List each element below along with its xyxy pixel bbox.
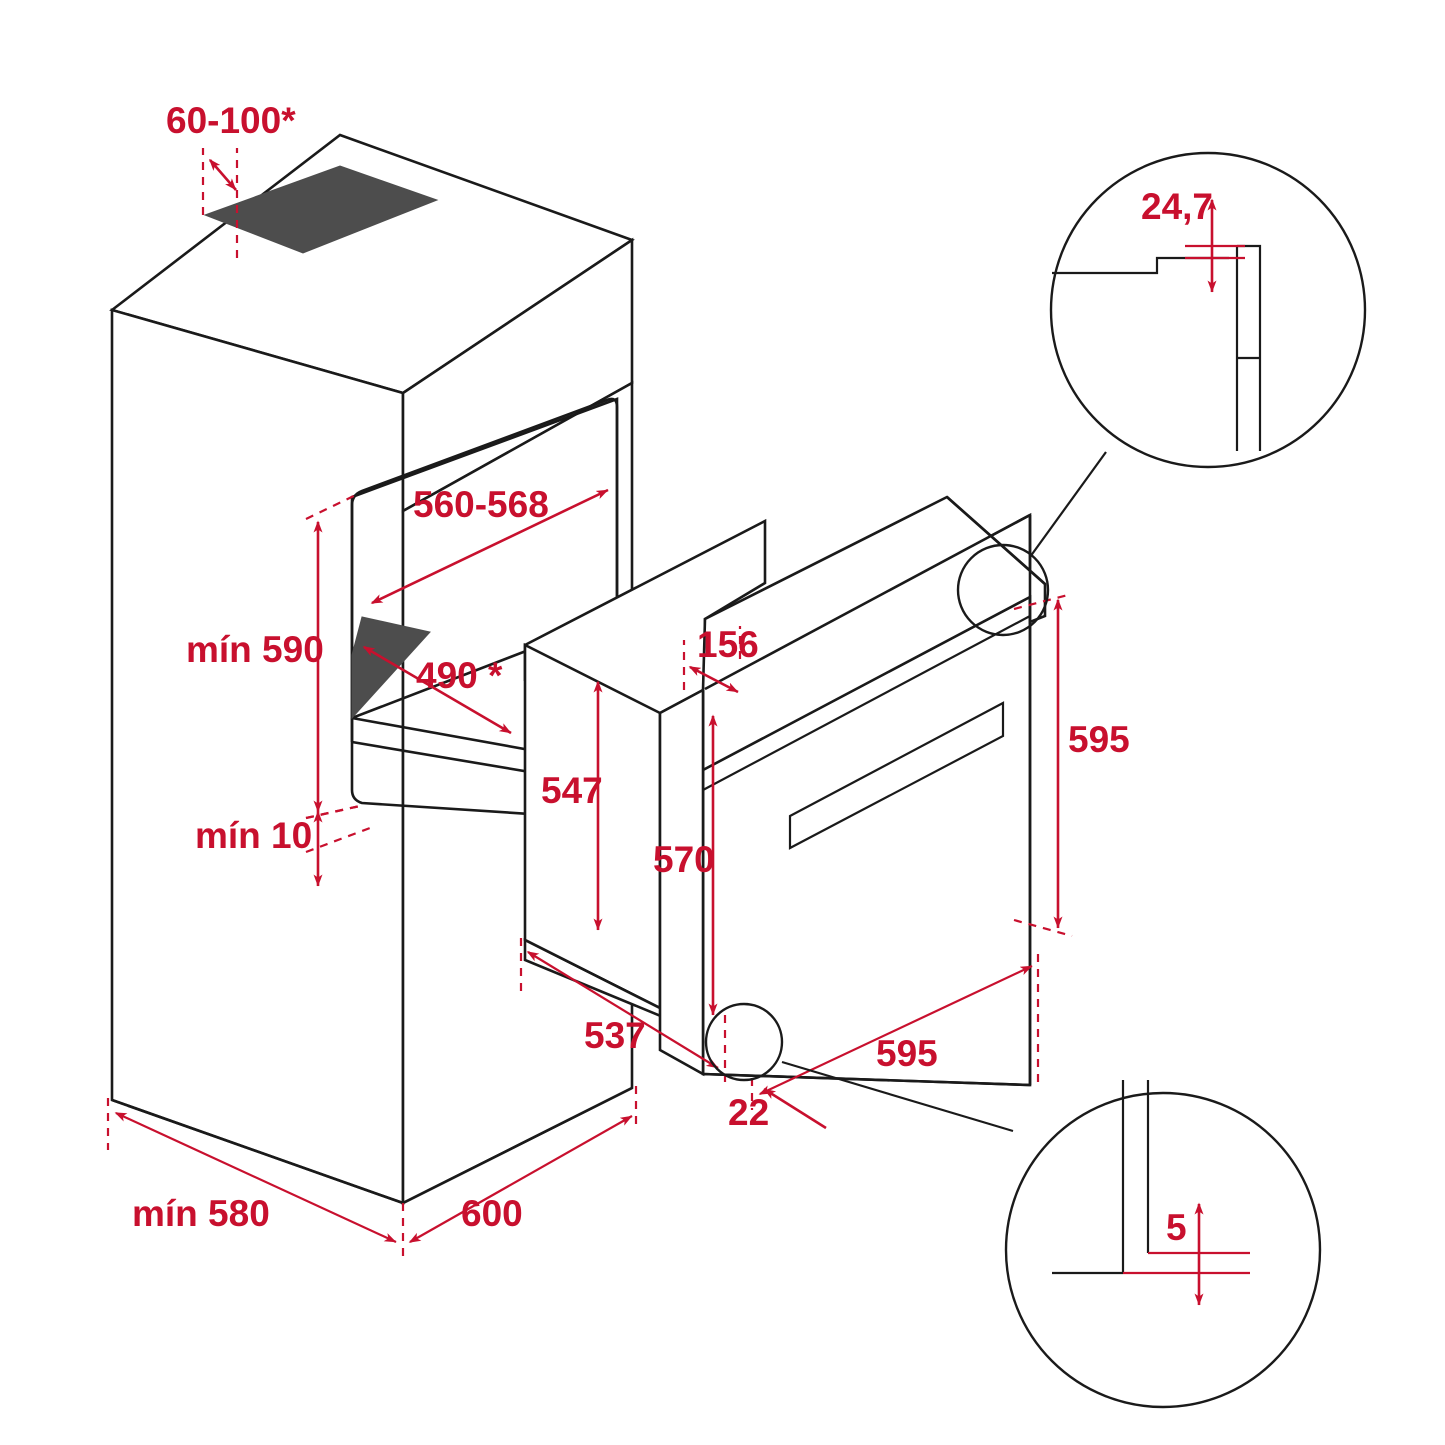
oven-dimensions: 156 547 570 595 537 595 22: [519, 592, 1130, 1133]
ext-595h-top: [1013, 592, 1073, 611]
dim-156-line: [688, 665, 739, 694]
bottom-detail-circle: [1004, 1091, 1322, 1409]
dim-min10-label: mín 10: [195, 815, 312, 856]
dim-547-label: 547: [541, 770, 603, 811]
top-detail-callout: 24,7: [956, 151, 1367, 637]
cabinet-dimensions: 60-100* 560-568 mín 590 490 * mín 10 mín…: [106, 100, 638, 1256]
dim-537-line: [526, 951, 719, 1069]
bottom-detail-leader: [781, 1060, 1014, 1133]
dim-490-line: [362, 645, 512, 735]
dim-537-label: 537: [584, 1015, 646, 1056]
cabinet-vent-slot: [203, 165, 439, 254]
dim-570-label: 570: [653, 839, 715, 880]
top-detail-dim-label: 24,7: [1141, 186, 1213, 227]
ext-min10-bottom: [305, 826, 371, 854]
dim-595h-label: 595: [1068, 719, 1130, 760]
oven-door-thickness-sliver: [658, 687, 705, 1077]
dim-590-label: mín 590: [186, 629, 324, 670]
bottom-detail-callout: 5: [704, 1002, 1322, 1409]
oven-control-strip-lower: [702, 615, 1031, 791]
dim-22-label: 22: [728, 1092, 769, 1133]
oven-top-trim-edge: [946, 496, 1046, 585]
top-detail-leader: [1029, 451, 1107, 558]
oven-door-handle: [788, 701, 1005, 850]
dim-600-label: 600: [461, 1193, 523, 1234]
ext-595h-bottom: [1013, 918, 1073, 938]
dim-595w-label: 595: [876, 1033, 938, 1074]
top-detail-marker-circle: [956, 543, 1050, 637]
oven-top-trim-front: [704, 513, 1031, 691]
dim-580-label: mín 580: [132, 1193, 270, 1234]
ext-min10-top: [305, 804, 361, 820]
dim-490-label: 490 *: [416, 655, 503, 696]
bottom-detail-marker-circle: [704, 1002, 784, 1082]
dim-595w-line: [758, 965, 1033, 1095]
dim-22-line: [763, 1087, 827, 1130]
dim-niche-width-label: 560-568: [413, 484, 549, 525]
bottom-detail-dim-label: 5: [1166, 1207, 1187, 1248]
dim-600-line: [408, 1115, 633, 1243]
dim-vent-gap-label: 60-100*: [166, 100, 296, 141]
dim-156-label: 156: [697, 624, 759, 665]
dim-vent-gap-line: [209, 158, 237, 191]
dim-niche-width-line: [370, 488, 609, 605]
dim-580-line: [114, 1112, 397, 1243]
ext-590-top: [305, 492, 361, 520]
cabinet-front-face: [110, 308, 405, 1205]
top-detail-circle: [1049, 151, 1367, 469]
